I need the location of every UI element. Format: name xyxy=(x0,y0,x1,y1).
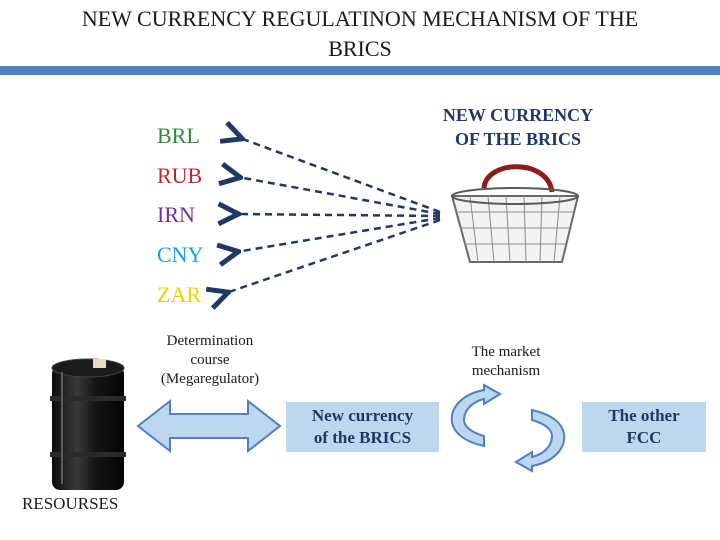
determination-label: Determination course (Megaregulator) xyxy=(140,332,280,389)
market-line-1: The market xyxy=(471,344,541,360)
double-arrow-icon xyxy=(136,398,282,454)
other-fcc-line-2: FCC xyxy=(626,428,662,447)
oil-barrel-icon xyxy=(50,358,126,490)
arrow-to-rub xyxy=(238,177,441,216)
resources-label: RESOURSES xyxy=(22,494,119,513)
currency-arrows xyxy=(226,138,441,293)
title-accent-bar xyxy=(0,66,720,75)
title-line-2: BRICS xyxy=(328,36,392,61)
determination-line-2: course xyxy=(190,352,230,368)
page-title: NEW CURRENCY REGULATINON MECHANISM OF TH… xyxy=(0,4,720,64)
currency-cny: CNY xyxy=(157,242,204,267)
market-line-2: mechanism xyxy=(471,363,541,379)
basket-label-line-1: NEW CURRENCY xyxy=(442,105,594,125)
determination-line-1: Determination xyxy=(166,333,254,349)
other-fcc-box: The other FCC xyxy=(582,402,706,452)
title-line-1: NEW CURRENCY REGULATINON MECHANISM OF TH… xyxy=(81,6,639,31)
currency-brl: BRL xyxy=(157,123,200,148)
other-fcc-line-1: The other xyxy=(608,406,680,425)
currency-irn: IRN xyxy=(157,202,195,227)
arrow-to-irn xyxy=(236,214,441,216)
basket-label: NEW CURRENCY OF THE BRICS xyxy=(418,103,618,151)
currency-zar: ZAR xyxy=(157,282,201,307)
basket-label-line-2: OF THE BRICS xyxy=(454,129,582,149)
arrow-to-cny xyxy=(236,216,441,252)
arrow-to-brl xyxy=(240,138,441,214)
new-currency-line-1: New currency xyxy=(311,406,414,425)
shopping-basket-icon xyxy=(450,164,580,263)
new-currency-box: New currency of the BRICS xyxy=(286,402,439,452)
market-label: The market mechanism xyxy=(446,343,566,381)
new-currency-line-2: of the BRICS xyxy=(313,428,412,447)
cycle-arrows-icon xyxy=(450,383,566,473)
determination-line-3: (Megaregulator) xyxy=(160,371,260,387)
currency-rub: RUB xyxy=(157,163,203,188)
arrow-to-zar xyxy=(226,218,441,293)
